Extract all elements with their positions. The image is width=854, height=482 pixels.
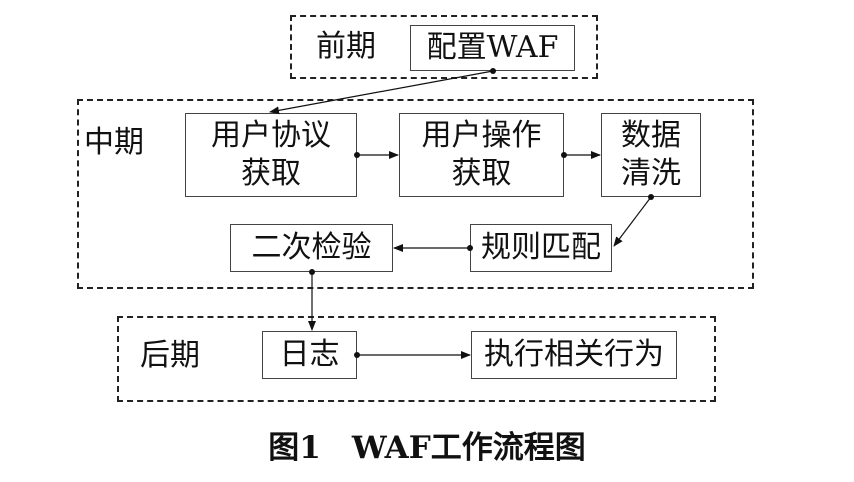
figure-caption: 图1 WAF工作流程图 xyxy=(268,430,586,466)
user-protocol-box: 用户协议 获取 xyxy=(185,113,357,197)
late-phase-label: 后期 xyxy=(140,338,200,373)
early-phase-container xyxy=(290,15,598,79)
secondary-check-box: 二次检验 xyxy=(230,224,393,272)
log-box: 日志 xyxy=(262,331,357,379)
arrow-config-to-protocol xyxy=(269,70,494,115)
dot-cleaning-out xyxy=(648,194,654,200)
dot-check-out xyxy=(309,269,315,275)
dot-log-out xyxy=(354,352,360,358)
middle-phase-label: 中期 xyxy=(84,125,144,160)
execute-action-box: 执行相关行为 xyxy=(471,331,677,379)
user-operation-box: 用户操作 获取 xyxy=(399,113,564,197)
rule-matching-box: 规则匹配 xyxy=(470,224,612,272)
dot-matching-out xyxy=(467,245,473,251)
early-phase-label: 前期 xyxy=(316,29,376,64)
arrow-cleaning-to-matching xyxy=(613,196,652,247)
middle-phase-container xyxy=(77,99,754,289)
config-waf-box: 配置WAF xyxy=(410,25,575,71)
dot-operation-out xyxy=(561,152,567,158)
dot-protocol-out xyxy=(354,152,360,158)
late-phase-container xyxy=(117,316,716,402)
dot-config-out xyxy=(490,68,496,74)
